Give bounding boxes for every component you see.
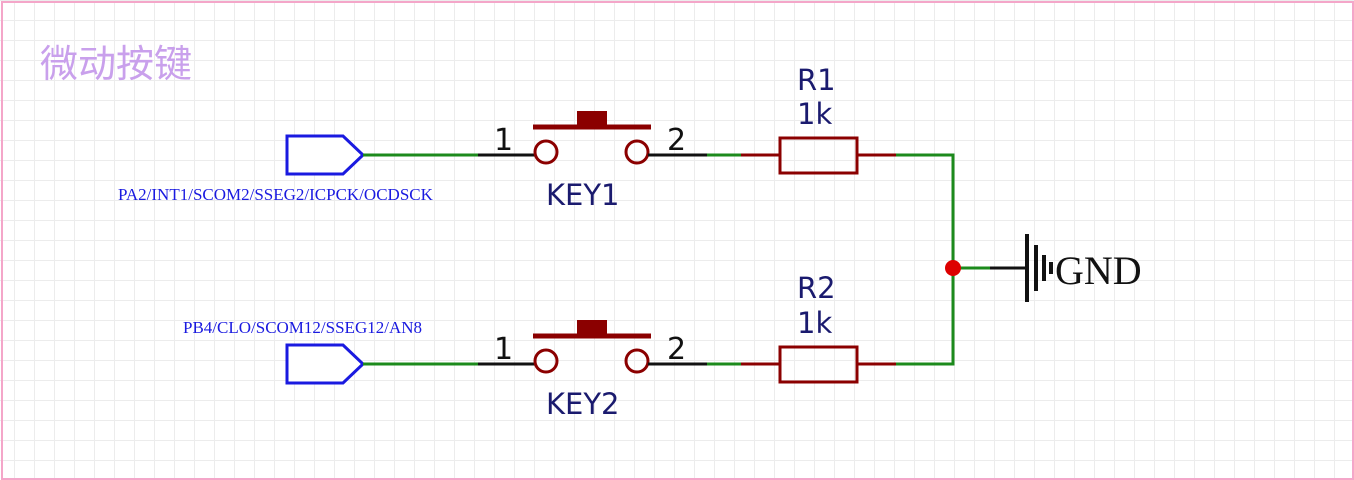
sheet-title: 微动按键 (40, 42, 192, 86)
r1-value: 1k (797, 97, 832, 131)
key2-designator: KEY2 (546, 387, 620, 421)
key1-switch-icon[interactable] (533, 111, 651, 165)
input-port-2-icon[interactable] (285, 343, 366, 385)
r1-designator: R1 (797, 63, 836, 97)
r1-resistor-icon[interactable] (741, 136, 896, 175)
r2-designator: R2 (797, 271, 836, 305)
key2-pin2-number: 2 (667, 332, 686, 367)
key2-pin1-number: 1 (494, 332, 513, 367)
key2-switch-icon[interactable] (533, 320, 651, 374)
junction-dot-icon (945, 260, 961, 276)
wire-r1-bus (896, 153, 955, 268)
input-port-1-icon[interactable] (285, 134, 366, 176)
port-1-net-label: PA2/INT1/SCOM2/SSEG2/ICPCK/OCDSCK (118, 185, 434, 204)
key1-pin1-number: 1 (494, 123, 513, 158)
key1-designator: KEY1 (546, 178, 620, 212)
wire-r2-bus (896, 268, 955, 366)
ground-symbol-icon[interactable] (1025, 234, 1053, 302)
gnd-label: GND (1055, 248, 1142, 293)
port-2-net-label: PB4/CLO/SCOM12/SSEG12/AN8 (183, 318, 422, 337)
r2-resistor-icon[interactable] (741, 345, 896, 384)
r2-value: 1k (797, 306, 832, 340)
key1-pin2-number: 2 (667, 123, 686, 158)
